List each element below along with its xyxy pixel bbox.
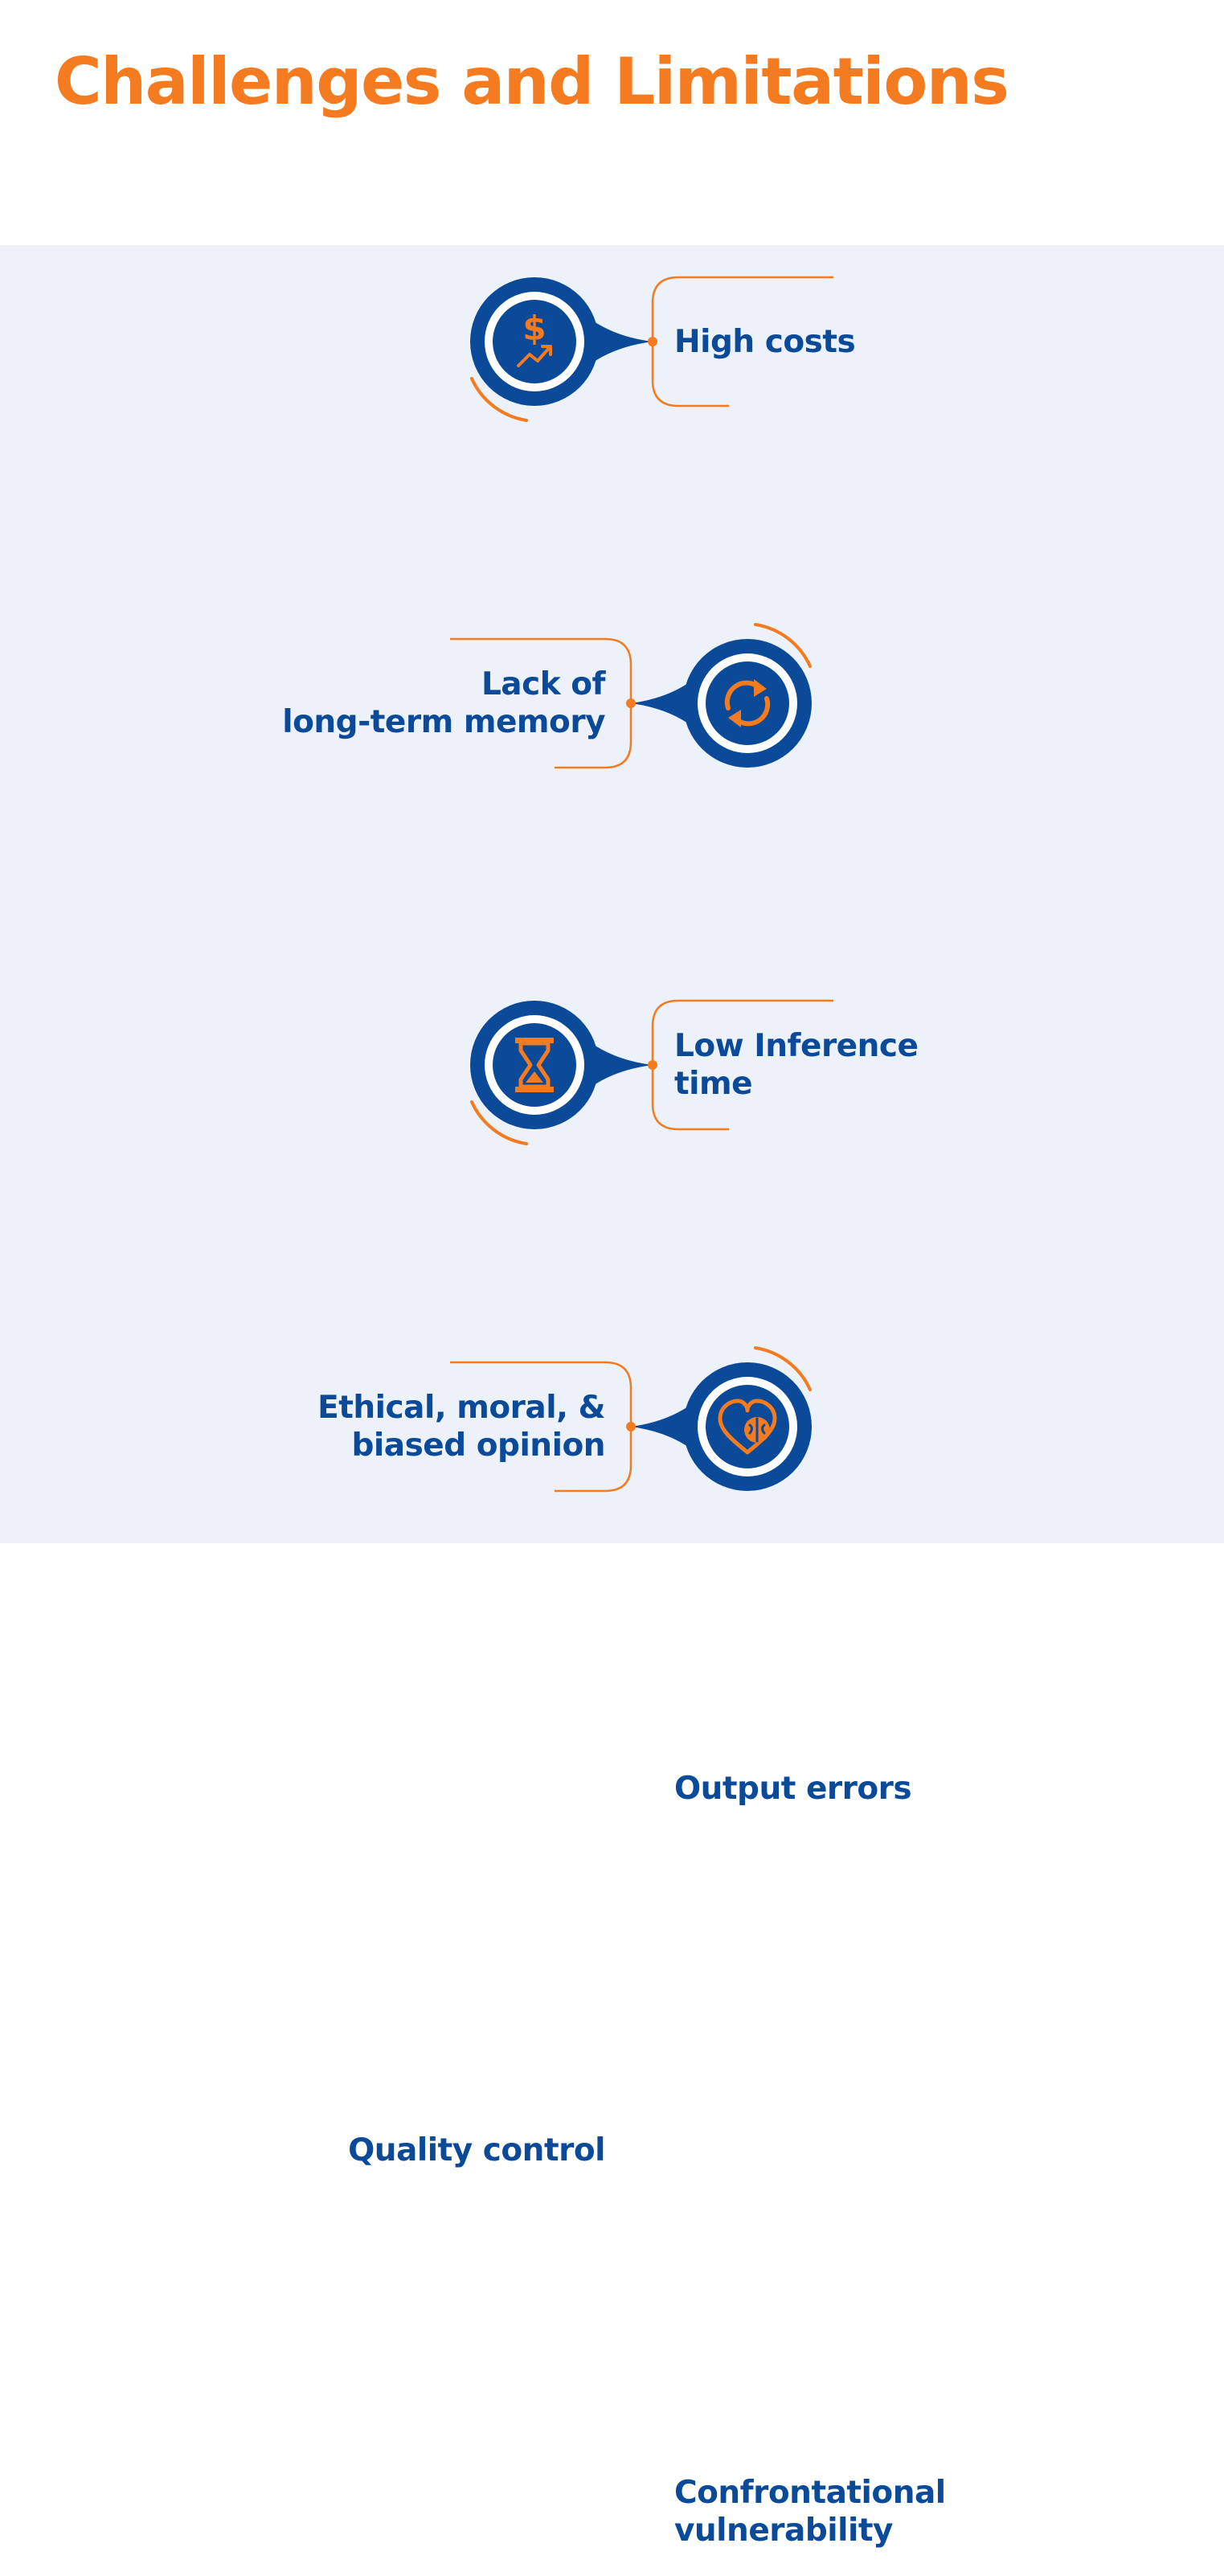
challenge-label: Output errors [674, 1724, 912, 1853]
svg-text:$: $ [522, 309, 546, 348]
challenge-item-1: $ [470, 276, 833, 422]
challenge-label-line: High costs [674, 323, 856, 360]
connector-dot [626, 698, 636, 708]
challenge-label-line: Quality control [348, 2132, 605, 2169]
dollar-growth-icon: $ [517, 309, 552, 367]
hourglass-icon [515, 1038, 554, 1092]
challenges-diagram: $ [450, 276, 833, 1493]
challenge-label-line: Confrontational [674, 2475, 946, 2511]
challenge-item-3 [470, 999, 833, 1145]
icon-disc [493, 1023, 576, 1107]
challenge-label-line: biased opinion [351, 1427, 605, 1464]
challenge-label-line: Ethical, moral, & [317, 1390, 605, 1426]
icon-disc [706, 661, 789, 745]
challenge-label: Quality control [348, 2086, 605, 2214]
accent-arc [470, 1100, 528, 1145]
connector-dot [626, 1422, 636, 1431]
icon-disc [493, 300, 576, 383]
challenge-label: High costs [674, 277, 856, 406]
refresh-icon [724, 679, 771, 727]
accent-arc [754, 623, 812, 668]
challenge-label-line: Output errors [674, 1770, 912, 1807]
challenge-label-line: long-term memory [282, 704, 605, 740]
connector-dot [648, 1060, 657, 1070]
challenge-item-4 [450, 1346, 812, 1493]
challenge-label: Ethical, moral, &biased opinion [317, 1362, 605, 1491]
accent-arc [754, 1346, 812, 1391]
accent-arc [470, 377, 528, 422]
connector-dot [648, 337, 657, 346]
heart-brain-icon [718, 1399, 777, 1455]
challenge-label-line: Low Inference [674, 1028, 919, 1064]
challenge-label-line: time [674, 1066, 753, 1102]
challenge-label-line: Lack of [481, 666, 606, 702]
page-title: Challenges and Limitations [55, 44, 1009, 119]
challenge-item-2 [450, 623, 812, 769]
challenge-label-line: vulnerability [674, 2513, 893, 2549]
